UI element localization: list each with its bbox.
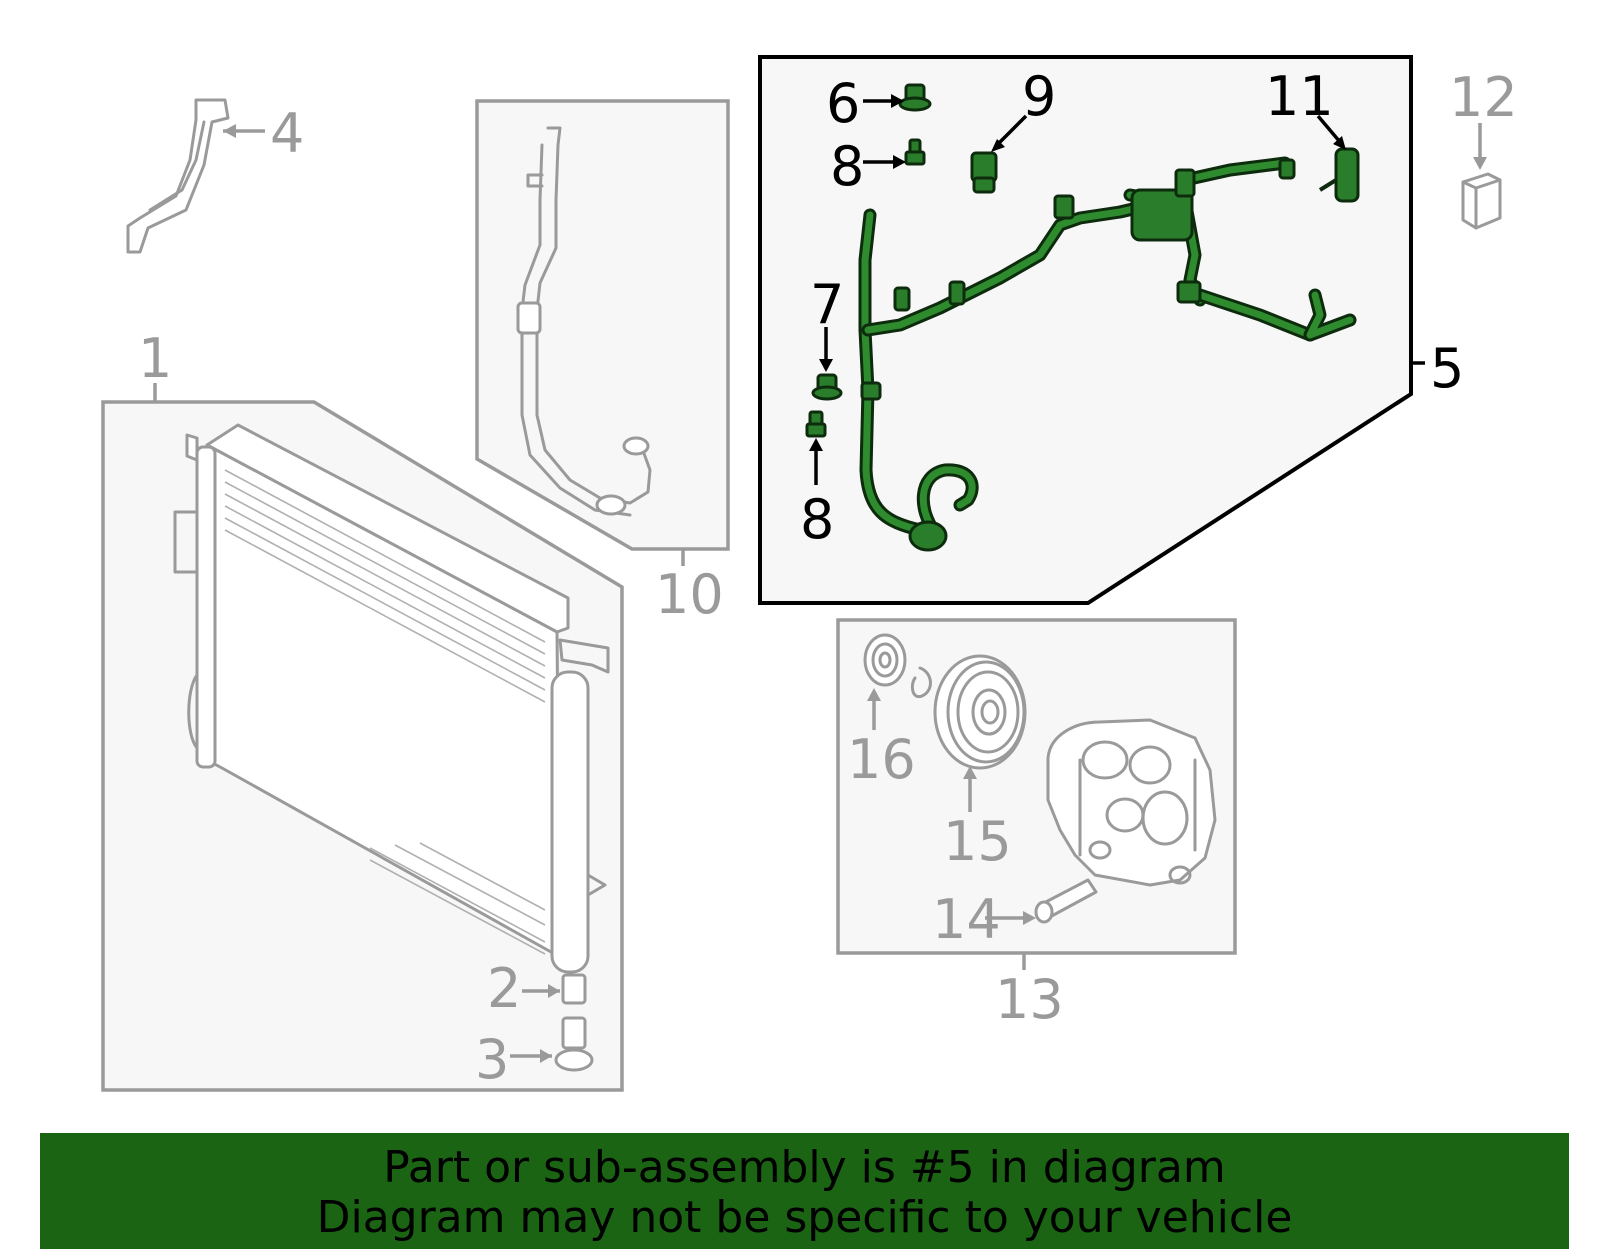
callout-7: 7 <box>810 273 844 336</box>
callout-8-upper: 8 <box>830 135 864 198</box>
callout-1: 1 <box>138 327 172 390</box>
compressor-group[interactable]: 16 15 14 13 <box>836 618 1237 1031</box>
valve-core-8-upper-icon <box>904 138 926 166</box>
callout-15: 15 <box>943 810 1012 873</box>
drier-plug-icon <box>561 973 587 1005</box>
callout-11: 11 <box>1265 65 1334 128</box>
callout-9: 9 <box>1022 65 1056 128</box>
notice-line-1: Part or sub-assembly is #5 in diagram <box>383 1142 1226 1193</box>
callout-12: 12 <box>1449 66 1518 129</box>
callout-13: 13 <box>995 968 1064 1031</box>
bracket-icon <box>126 98 230 254</box>
callout-2: 2 <box>487 957 521 1020</box>
relay-group[interactable]: 12 <box>1449 66 1518 230</box>
pulley-15-icon <box>933 654 1027 770</box>
callout-6: 6 <box>826 72 860 135</box>
callout-5: 5 <box>1430 337 1464 400</box>
bolt-icon <box>554 1016 594 1072</box>
sensor-11-icon <box>1318 147 1360 203</box>
liquid-tube-panel <box>475 99 730 551</box>
cap-7-icon <box>811 373 843 401</box>
hose-assembly-icon <box>858 156 1357 552</box>
clutch-plate-16-icon <box>863 633 932 699</box>
valve-core-8-lower-icon <box>805 410 827 438</box>
compressor-icon <box>1046 718 1217 887</box>
condenser-icon <box>173 423 610 974</box>
condenser-group[interactable]: 1 2 3 <box>101 327 624 1092</box>
notice-banner: Part or sub-assembly is #5 in diagram Di… <box>40 1133 1569 1249</box>
bracket-group[interactable]: 4 <box>126 98 304 254</box>
hose-assembly-group[interactable]: 6 8 9 11 7 <box>758 55 1464 605</box>
relay-icon <box>1461 172 1502 230</box>
liquid-tube-group[interactable]: 10 <box>475 99 730 626</box>
cap-6-icon <box>898 83 932 112</box>
relief-valve-14-icon <box>1034 878 1098 924</box>
callout-14: 14 <box>932 888 1001 951</box>
liquid-tube-icon <box>516 126 652 517</box>
callout-16: 16 <box>847 728 916 791</box>
callout-10: 10 <box>655 563 724 626</box>
callout-8-lower: 8 <box>800 488 834 551</box>
hose-assembly-panel <box>758 55 1413 605</box>
callout-3: 3 <box>475 1028 509 1091</box>
callout-4: 4 <box>270 102 304 165</box>
charge-valve-9-icon <box>970 151 998 194</box>
notice-line-2: Diagram may not be specific to your vehi… <box>316 1192 1293 1243</box>
